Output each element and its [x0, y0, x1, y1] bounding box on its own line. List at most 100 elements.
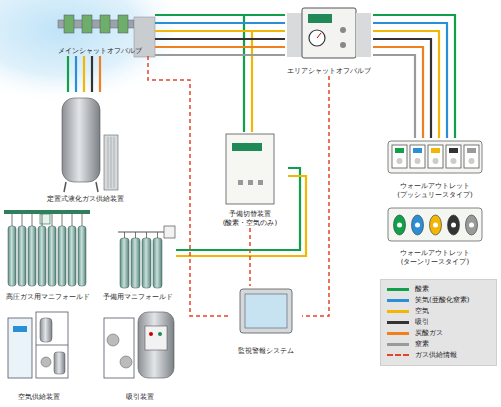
hp-manifold-figure — [4, 210, 90, 286]
legend-swatch — [387, 343, 409, 346]
gas-pipe — [176, 168, 306, 256]
legend: 酸素笑気(亜酸化窒素)空気吸引炭酸ガス窒素ガス供給情報 — [380, 279, 497, 366]
turn-outlet-figure — [388, 208, 482, 241]
device-label: メインシャットオフバルブ — [58, 47, 142, 56]
device-label: 定置式液化ガス供給装置 — [47, 195, 124, 204]
device-name: ウォールアウトレット — [397, 182, 472, 191]
reserve-feed-pipes — [244, 15, 252, 132]
device-node: 空気供給装置 — [4, 306, 74, 402]
legend-dashed-sample — [387, 354, 409, 356]
device-label: 予備切替装置(酸素・空気のみ) — [223, 210, 277, 228]
gas-pipe — [373, 15, 455, 138]
device-node: 予備切替装置(酸素・空気のみ) — [212, 132, 288, 228]
reserve-manifold-figure — [120, 232, 162, 288]
gas-pipe — [373, 23, 447, 138]
device-label: エリアシャットオフバルブ — [287, 67, 371, 76]
signal-line — [148, 56, 230, 316]
device-label: 監視警報システム — [238, 347, 294, 356]
gas-pipe — [155, 30, 285, 32]
legend-swatch — [387, 321, 409, 324]
legend-text: 窒素 — [415, 339, 429, 350]
gas-pipe — [155, 38, 285, 40]
signal-line — [250, 228, 251, 286]
air-supply-figure — [8, 312, 68, 378]
gas-pipe — [155, 15, 285, 55]
device-label: ウォールアウトレット(プッシュリースタイプ) — [397, 182, 472, 200]
gas-pipe — [176, 176, 306, 256]
device-name: メインシャットオフバルブ — [58, 47, 142, 56]
liquid-tank-figure — [62, 98, 118, 192]
device-node: エリアシャットオフバルブ — [285, 6, 373, 76]
legend-swatch — [387, 299, 409, 302]
gas-pipe — [75, 56, 77, 92]
legend-row: ガス供給情報 — [385, 350, 492, 361]
legend-swatch — [387, 310, 409, 313]
gas-pipe — [373, 39, 431, 138]
legend-row: 窒素 — [385, 339, 492, 350]
device-name: 吸引装置 — [126, 393, 154, 402]
gas-pipe — [155, 14, 285, 16]
gas-pipe — [373, 31, 439, 138]
device-name: ウォールアウトレット — [400, 249, 470, 258]
device-node: 高圧ガス用マニフォールド — [0, 206, 96, 302]
legend-text: 吸引 — [415, 317, 429, 328]
device-name: 高圧ガス用マニフォールド — [6, 293, 90, 302]
device-node: 吸引装置 — [100, 306, 180, 402]
device-node: 予備用マニフォールド — [100, 222, 176, 302]
gas-pipe — [91, 56, 93, 92]
device-name: (プッシュリースタイプ) — [397, 191, 472, 200]
device-name: 予備切替装置 — [223, 210, 277, 219]
device-name: (酸素・空気のみ) — [223, 219, 277, 228]
device-name: 定置式液化ガス供給装置 — [47, 195, 124, 204]
device-name: 空気供給装置 — [18, 393, 60, 402]
gas-pipe — [373, 55, 415, 138]
signal-line — [302, 76, 329, 316]
device-node: ウォールアウトレット(ターンリースタイプ) — [385, 205, 485, 267]
legend-text: ガス供給情報 — [415, 350, 457, 361]
gas-pipe — [176, 168, 300, 250]
reserve-manifold-box — [118, 226, 175, 238]
gas-pipe — [155, 22, 285, 24]
legend-row: 笑気(亜酸化窒素) — [385, 295, 492, 306]
gas-pipe — [83, 56, 85, 92]
signal-line — [249, 228, 251, 286]
signal-line — [302, 76, 329, 316]
device-label: 高圧ガス用マニフォールド — [6, 293, 90, 302]
legend-row: 炭酸ガス — [385, 328, 492, 339]
area-valve-figure — [287, 8, 371, 58]
legend-row: 空気 — [385, 306, 492, 317]
device-name: (ターンリースタイプ) — [400, 258, 470, 267]
gas-pipe — [67, 56, 69, 92]
device-name: 予備用マニフォールド — [103, 293, 173, 302]
monitor-figure — [240, 289, 292, 333]
legend-row: 酸素 — [385, 284, 492, 295]
device-label: ウォールアウトレット(ターンリースタイプ) — [400, 249, 470, 267]
device-label: 予備用マニフォールド — [103, 293, 173, 302]
gas-pipe — [99, 56, 101, 92]
legend-swatch — [387, 332, 409, 335]
legend-swatch — [387, 288, 409, 291]
blue-ground — [0, 0, 175, 100]
legend-text: 炭酸ガス — [415, 328, 443, 339]
device-node: メインシャットオフバルブ — [45, 6, 155, 56]
gas-pipe — [155, 54, 285, 56]
device-name: 監視警報システム — [238, 347, 294, 356]
device-label: 空気供給装置 — [18, 393, 60, 402]
legend-row: 吸引 — [385, 317, 492, 328]
legend-text: 空気 — [415, 306, 429, 317]
main-valve-figure — [58, 15, 155, 57]
device-name: エリアシャットオフバルブ — [287, 67, 371, 76]
device-node: 定置式液化ガス供給装置 — [40, 92, 130, 204]
suction-unit-figure — [104, 312, 174, 378]
signal-line — [148, 56, 230, 316]
device-node: 監視警報システム — [230, 286, 302, 356]
gas-pipe — [373, 15, 455, 138]
gas-pipe — [68, 56, 100, 92]
push-outlet-figure — [388, 141, 482, 173]
switching-unit-figure — [226, 134, 274, 204]
device-node: ウォールアウトレット(プッシュリースタイプ) — [385, 138, 485, 200]
device-label: 吸引装置 — [126, 393, 154, 402]
legend-text: 笑気(亜酸化窒素) — [415, 295, 469, 306]
legend-text: 酸素 — [415, 284, 429, 295]
